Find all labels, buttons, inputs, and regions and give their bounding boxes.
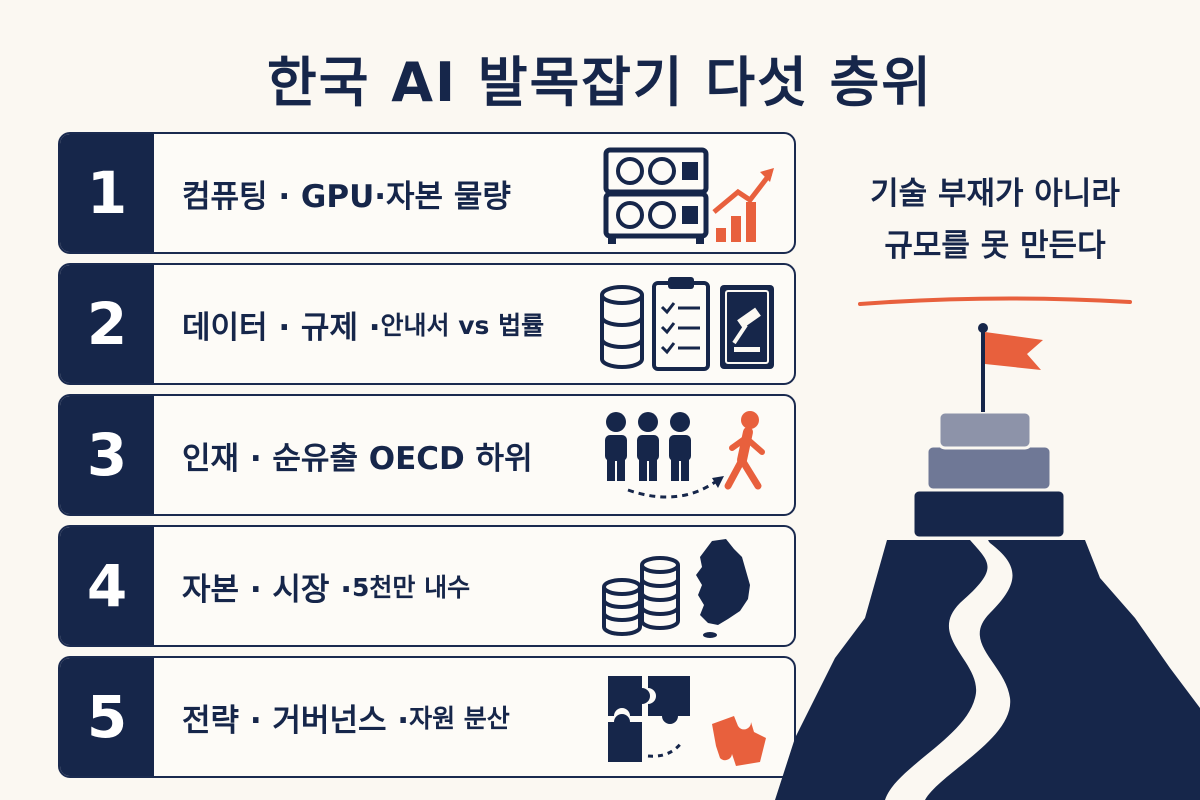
puzzle-piece-icon (712, 716, 766, 766)
layer-row-4: 4 자본 · 시장 · 5천만 내수 (58, 525, 796, 647)
people-icon (605, 412, 691, 481)
layer-number: 2 (60, 265, 154, 383)
key-message-line-1: 기술 부재가 아니라 (870, 176, 1120, 212)
coin-stack-icon (602, 556, 680, 636)
layer-row-1: 1 컴퓨팅 · GPU·자본 물량 (58, 132, 796, 254)
layer-label: 인재 · 순유출 OECD 하위 (182, 396, 533, 514)
flag-icon (978, 323, 1043, 412)
layer-label: 전략 · 거버넌스 · 자원 분산 (182, 658, 510, 776)
layer-label-main: 전략 · 거버넌스 · (182, 702, 410, 739)
clipboard-checklist-icon (652, 277, 710, 371)
layer-3-icons (605, 411, 765, 499)
staircase-icon (911, 410, 1067, 540)
korea-map-icon (696, 539, 750, 625)
layer-label-sub: 안내서 vs 법률 (380, 311, 545, 340)
layer-row-5: 5 전략 · 거버넌스 · 자원 분산 (58, 656, 796, 778)
layer-2-icons (600, 277, 774, 371)
layer-number: 1 (60, 134, 154, 252)
layer-number: 5 (60, 658, 154, 776)
layer-list: 1 컴퓨팅 · GPU·자본 물량 (58, 132, 796, 787)
puzzle-icon (608, 676, 690, 762)
mountain-illustration (775, 323, 1200, 800)
key-message-line-2: 규모를 못 만든다 (884, 228, 1106, 264)
layer-label-main: 인재 · 순유출 OECD 하위 (182, 440, 533, 477)
layer-4-icons (602, 539, 750, 638)
layer-label-main: 자본 · 시장 · (182, 571, 353, 608)
gavel-book-icon (720, 285, 774, 369)
layer-label-sub: 자원 분산 (409, 704, 510, 733)
key-message: 기술 부재가 아니라 규모를 못 만든다 (830, 168, 1160, 272)
layer-label-main: 데이터 · 규제 · (182, 309, 381, 346)
layer-number: 4 (60, 527, 154, 645)
page-title: 한국 AI 발목잡기 다섯 층위 (267, 51, 933, 114)
layer-row-3: 3 인재 · 순유출 OECD 하위 (58, 394, 796, 516)
layer-label-main: 컴퓨팅 · GPU·자본 물량 (182, 178, 511, 215)
accent-underline (858, 296, 1132, 306)
layer-label: 데이터 · 규제 · 안내서 vs 법률 (182, 265, 544, 383)
layer-1-icons (603, 147, 774, 244)
layer-label: 컴퓨팅 · GPU·자본 물량 (182, 134, 511, 252)
server-icon (603, 147, 709, 244)
layer-label-sub: 5천만 내수 (352, 573, 471, 602)
database-icon (600, 285, 644, 369)
migration-arrow (627, 478, 719, 499)
layer-5-icons (608, 676, 766, 766)
layer-label: 자본 · 시장 · 5천만 내수 (182, 527, 470, 645)
mountain-icon (775, 490, 1200, 800)
walking-person-icon (724, 411, 765, 490)
growth-chart-icon (712, 168, 774, 242)
layer-row-2: 2 데이터 · 규제 · 안내서 vs 법률 (58, 263, 796, 385)
layer-number: 3 (60, 396, 154, 514)
